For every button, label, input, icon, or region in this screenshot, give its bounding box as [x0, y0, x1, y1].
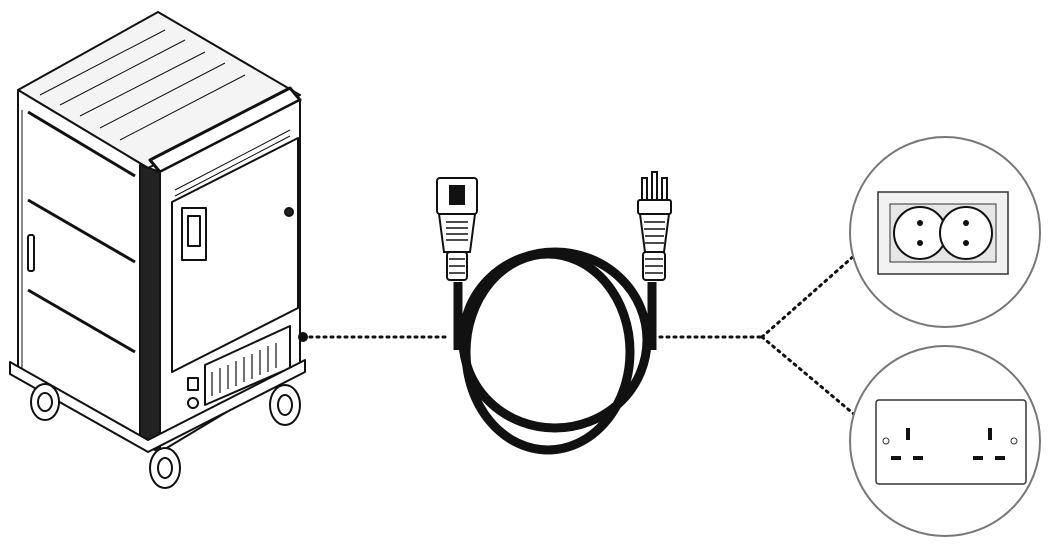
charging-cart-icon	[9, 11, 306, 489]
cord-to-sockets-connector	[658, 253, 857, 417]
iec-connector-icon	[436, 177, 478, 281]
eu-socket-icon	[849, 136, 1041, 328]
nema-plug-icon	[637, 171, 672, 281]
uk-socket-icon	[849, 345, 1041, 537]
cart-to-cord-connector	[298, 332, 452, 342]
power-cord-icon	[436, 171, 672, 455]
